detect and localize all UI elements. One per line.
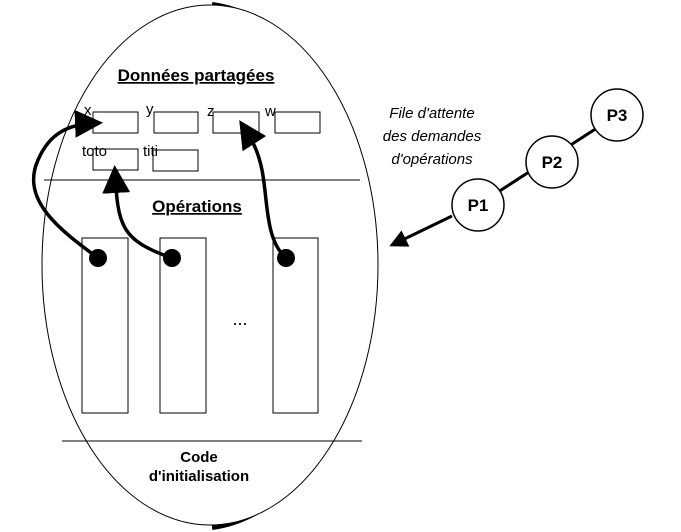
variable-label-titi: titi — [143, 143, 158, 160]
operations-title: Opérations — [152, 197, 242, 216]
variable-label-y: y — [146, 101, 154, 118]
queue-label-line2: des demandes — [383, 128, 482, 145]
variable-box-z — [212, 111, 260, 134]
variable-label-toto: toto — [82, 143, 107, 160]
operation-n — [272, 237, 319, 414]
init-title-line2: d'initialisation — [149, 468, 249, 485]
queue-label-line3: d'opérations — [391, 151, 473, 168]
process-p3 — [590, 88, 644, 142]
process-p2-label: P2 — [542, 153, 563, 172]
access-arrow-z — [239, 120, 288, 260]
variable-label-w: w — [264, 103, 276, 120]
operation-dot-1 — [89, 249, 107, 267]
operation-dot-2 — [163, 249, 181, 267]
process-p1-label: P1 — [468, 196, 489, 215]
shared-data-title: Données partagées — [118, 66, 275, 85]
init-title-line1: Code — [180, 449, 218, 466]
queue-arrow — [389, 214, 453, 247]
operations-ellipsis: ... — [232, 309, 247, 329]
variable-label-x: x — [84, 102, 92, 119]
process-p3-label: P3 — [607, 106, 628, 125]
variable-box-x — [92, 111, 139, 134]
operation-2 — [159, 237, 207, 414]
operation-dot-n — [277, 249, 295, 267]
variable-label-z: z — [207, 103, 215, 120]
process-p1 — [451, 178, 505, 232]
variable-box-y — [153, 111, 199, 134]
variable-box-titi — [152, 149, 199, 172]
queue-label-line1: File d'attente — [389, 105, 474, 122]
access-arrow-x — [31, 109, 103, 260]
operation-1 — [81, 237, 129, 414]
access-arrow-toto — [102, 165, 173, 260]
process-p2 — [525, 135, 579, 189]
variable-box-w — [274, 111, 321, 134]
